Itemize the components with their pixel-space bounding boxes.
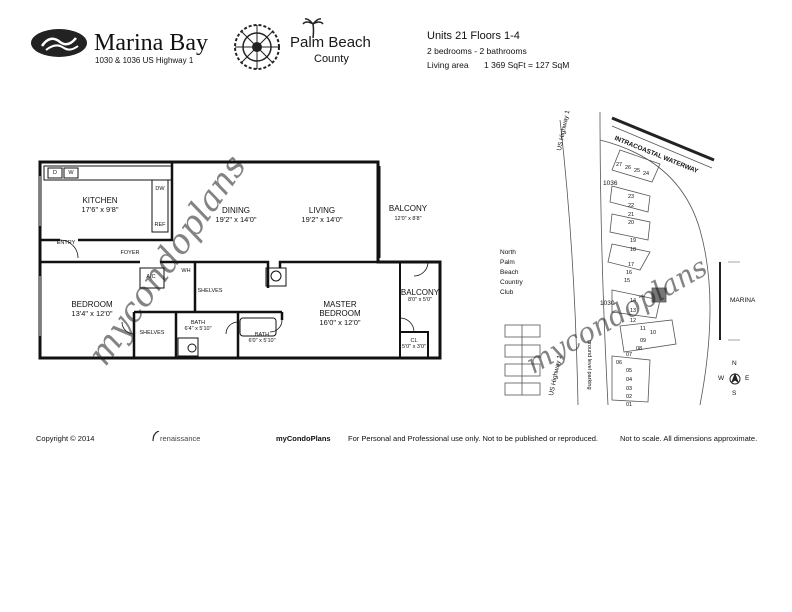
living-area-label: Living area [427, 60, 469, 70]
unit-title: Units 21 Floors 1-4 [427, 30, 520, 42]
country-club-label: North Palm Beach Country Club [500, 249, 523, 296]
compass-north: N [732, 360, 737, 367]
bedrooms-line: 2 bedrooms - 2 bathrooms [427, 46, 527, 56]
compass-south: S [732, 390, 737, 397]
site-unit-number: 17 [628, 262, 635, 268]
usage-text: For Personal and Professional use only. … [348, 434, 599, 443]
compass-west: W [718, 375, 725, 382]
site-unit-number: 15 [624, 278, 631, 284]
shelves-hall-label: SHELVES [197, 288, 223, 294]
site-unit-number: 18 [630, 247, 637, 253]
site-unit-number: 16 [626, 270, 633, 276]
palm-tree-icon [302, 18, 324, 38]
site-unit-number: 01 [626, 402, 633, 408]
site-unit-number: 23 [628, 194, 635, 200]
site-unit-number: 11 [640, 326, 646, 332]
washer-label: W [68, 170, 74, 176]
shelves-bedroom-label: SHELVES [139, 330, 165, 336]
compass-east: E [745, 375, 750, 382]
site-unit-number: 25 [634, 168, 641, 174]
site-unit-number: 10 [650, 330, 657, 336]
site-unit-number: 14 [630, 298, 637, 304]
disclaimer-text: Not to scale. All dimensions approximate… [620, 434, 758, 443]
water-heater-label: WH [181, 268, 191, 274]
site-unit-number: 26 [625, 165, 632, 171]
compass-rose-logo [234, 24, 280, 70]
refrigerator-label: REF [154, 222, 166, 228]
renaissance-logo-icon [152, 428, 160, 442]
brand-title: Marina Bay [94, 30, 208, 56]
entry-label: ENTRY [56, 240, 76, 246]
site-unit-number: 19 [630, 238, 637, 244]
building-1030-label: 1030 [600, 300, 615, 307]
renaissance-text: renaissance [160, 434, 201, 443]
mycondoplans-text: myCondoPlans [276, 434, 331, 443]
dishwasher-label: DW [155, 186, 165, 192]
site-unit-number: 08 [636, 346, 643, 352]
site-unit-number: 24 [643, 171, 650, 177]
site-unit-number: 13 [630, 308, 637, 314]
site-unit-number: 04 [626, 377, 633, 383]
county-title: Palm Beach [290, 34, 371, 51]
site-unit-number: 05 [626, 368, 633, 374]
site-unit-number: 09 [640, 338, 647, 344]
county-subtitle: County [314, 53, 349, 65]
site-unit-number: 12 [630, 318, 637, 324]
marina-bay-logo [31, 29, 87, 57]
site-unit-number: 06 [616, 360, 623, 366]
site-unit-number: 27 [616, 162, 623, 168]
site-unit-number: 02 [626, 394, 633, 400]
brand-address: 1030 & 1036 US Highway 1 [95, 56, 194, 65]
site-unit-number: 07 [626, 352, 633, 358]
copyright-text: Copyright © 2014 [36, 434, 95, 443]
site-unit-number: 03 [626, 386, 633, 392]
site-unit-number: 20 [628, 220, 635, 226]
site-unit-number: 21 [628, 212, 635, 218]
foyer-label: FOYER [120, 250, 140, 256]
building-1036-label: 1036 [603, 180, 618, 187]
living-area-value: 1 369 SqFt = 127 SqM [484, 60, 570, 70]
site-unit-number: 22 [628, 203, 635, 209]
marina-label: MARINA [730, 297, 756, 304]
dryer-label: D [53, 170, 57, 176]
ac-label: A/C [146, 274, 156, 280]
